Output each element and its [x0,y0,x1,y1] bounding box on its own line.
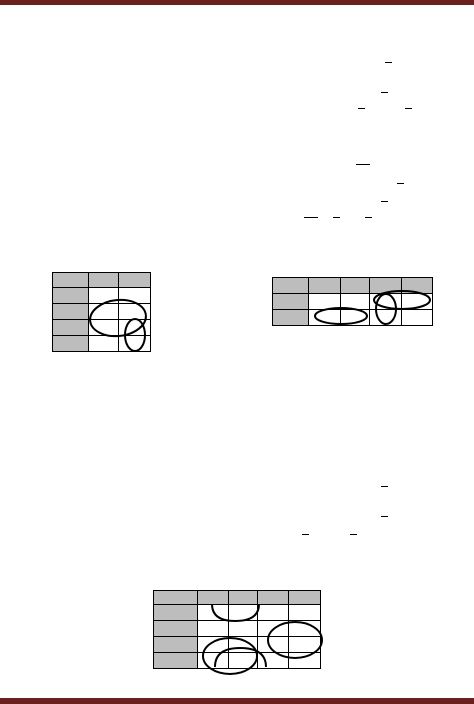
kmap-cell [401,293,433,310]
overline-mark [385,62,392,63]
kmap-cell [257,620,290,637]
kmap-header-cell [52,272,89,288]
kmap-cell [369,293,403,310]
kmap-header-cell [52,287,89,304]
top-border-bar [0,0,474,5]
kmap-header-cell [153,604,198,621]
kmap-cell [118,303,151,320]
kmap-cell [196,604,229,621]
kmap-header-cell [272,309,309,326]
kmap-header-cell [52,319,89,336]
overline-mark [356,164,370,165]
kmap-cell [87,335,120,352]
kmap-header-cell [52,335,89,352]
kmap-header-cell [257,590,290,605]
overline-mark [358,108,365,109]
kmap-cell [227,652,259,669]
kmap-cell [87,287,120,304]
kmap-cell [227,604,259,621]
kmap-cell [87,303,120,320]
kmap-cell [196,652,229,669]
kmap-header-cell [339,277,371,294]
kmap-cell [118,335,151,352]
kmap-header-cell [118,272,151,288]
kmap-cell [288,620,321,637]
kmap-cell [288,604,321,621]
overline-mark [381,486,388,487]
kmap-cell [196,636,229,653]
kmap-header-cell [307,277,341,294]
kmap-cell [196,620,229,637]
kmap-cell [257,604,290,621]
kmap-cell [288,652,321,669]
kmap-cell [87,319,120,336]
overline-mark [381,92,388,93]
overline-mark [405,108,412,109]
kmap-header-cell [153,652,198,669]
overline-mark [304,217,318,218]
kmap-3 [153,590,321,669]
kmap-header-cell [288,590,321,605]
kmap-header-cell [196,590,229,605]
kmap-cell [118,287,151,304]
kmap-cell [227,620,259,637]
bottom-border-bar [0,698,474,704]
kmap-cell [257,636,290,653]
kmap-cell [288,636,321,653]
kmap-header-cell [87,272,120,288]
overline-mark [302,534,309,535]
kmap-header-cell [153,636,198,653]
kmap-header-cell [227,590,259,605]
overline-mark [381,516,388,517]
kmap-header-cell [369,277,403,294]
kmap-header-cell [272,293,309,310]
kmap-cell [307,309,341,326]
kmap-cell [339,309,371,326]
kmap-2 [272,277,433,326]
overline-mark [365,217,372,218]
kmap-cell [307,293,341,310]
kmap-header-cell [52,303,89,320]
kmap-1 [52,272,151,352]
kmap-header-cell [153,590,198,605]
overline-mark [350,534,357,535]
overline-mark [333,217,340,218]
kmap-header-cell [272,277,309,294]
kmap-cell [227,636,259,653]
kmap-cell [401,309,433,326]
kmap-cell [257,652,290,669]
kmap-cell [118,319,151,336]
kmap-cell [339,293,371,310]
kmap-header-cell [401,277,433,294]
overline-mark [381,201,388,202]
overline-mark [397,183,404,184]
kmap-cell [369,309,403,326]
kmap-header-cell [153,620,198,637]
